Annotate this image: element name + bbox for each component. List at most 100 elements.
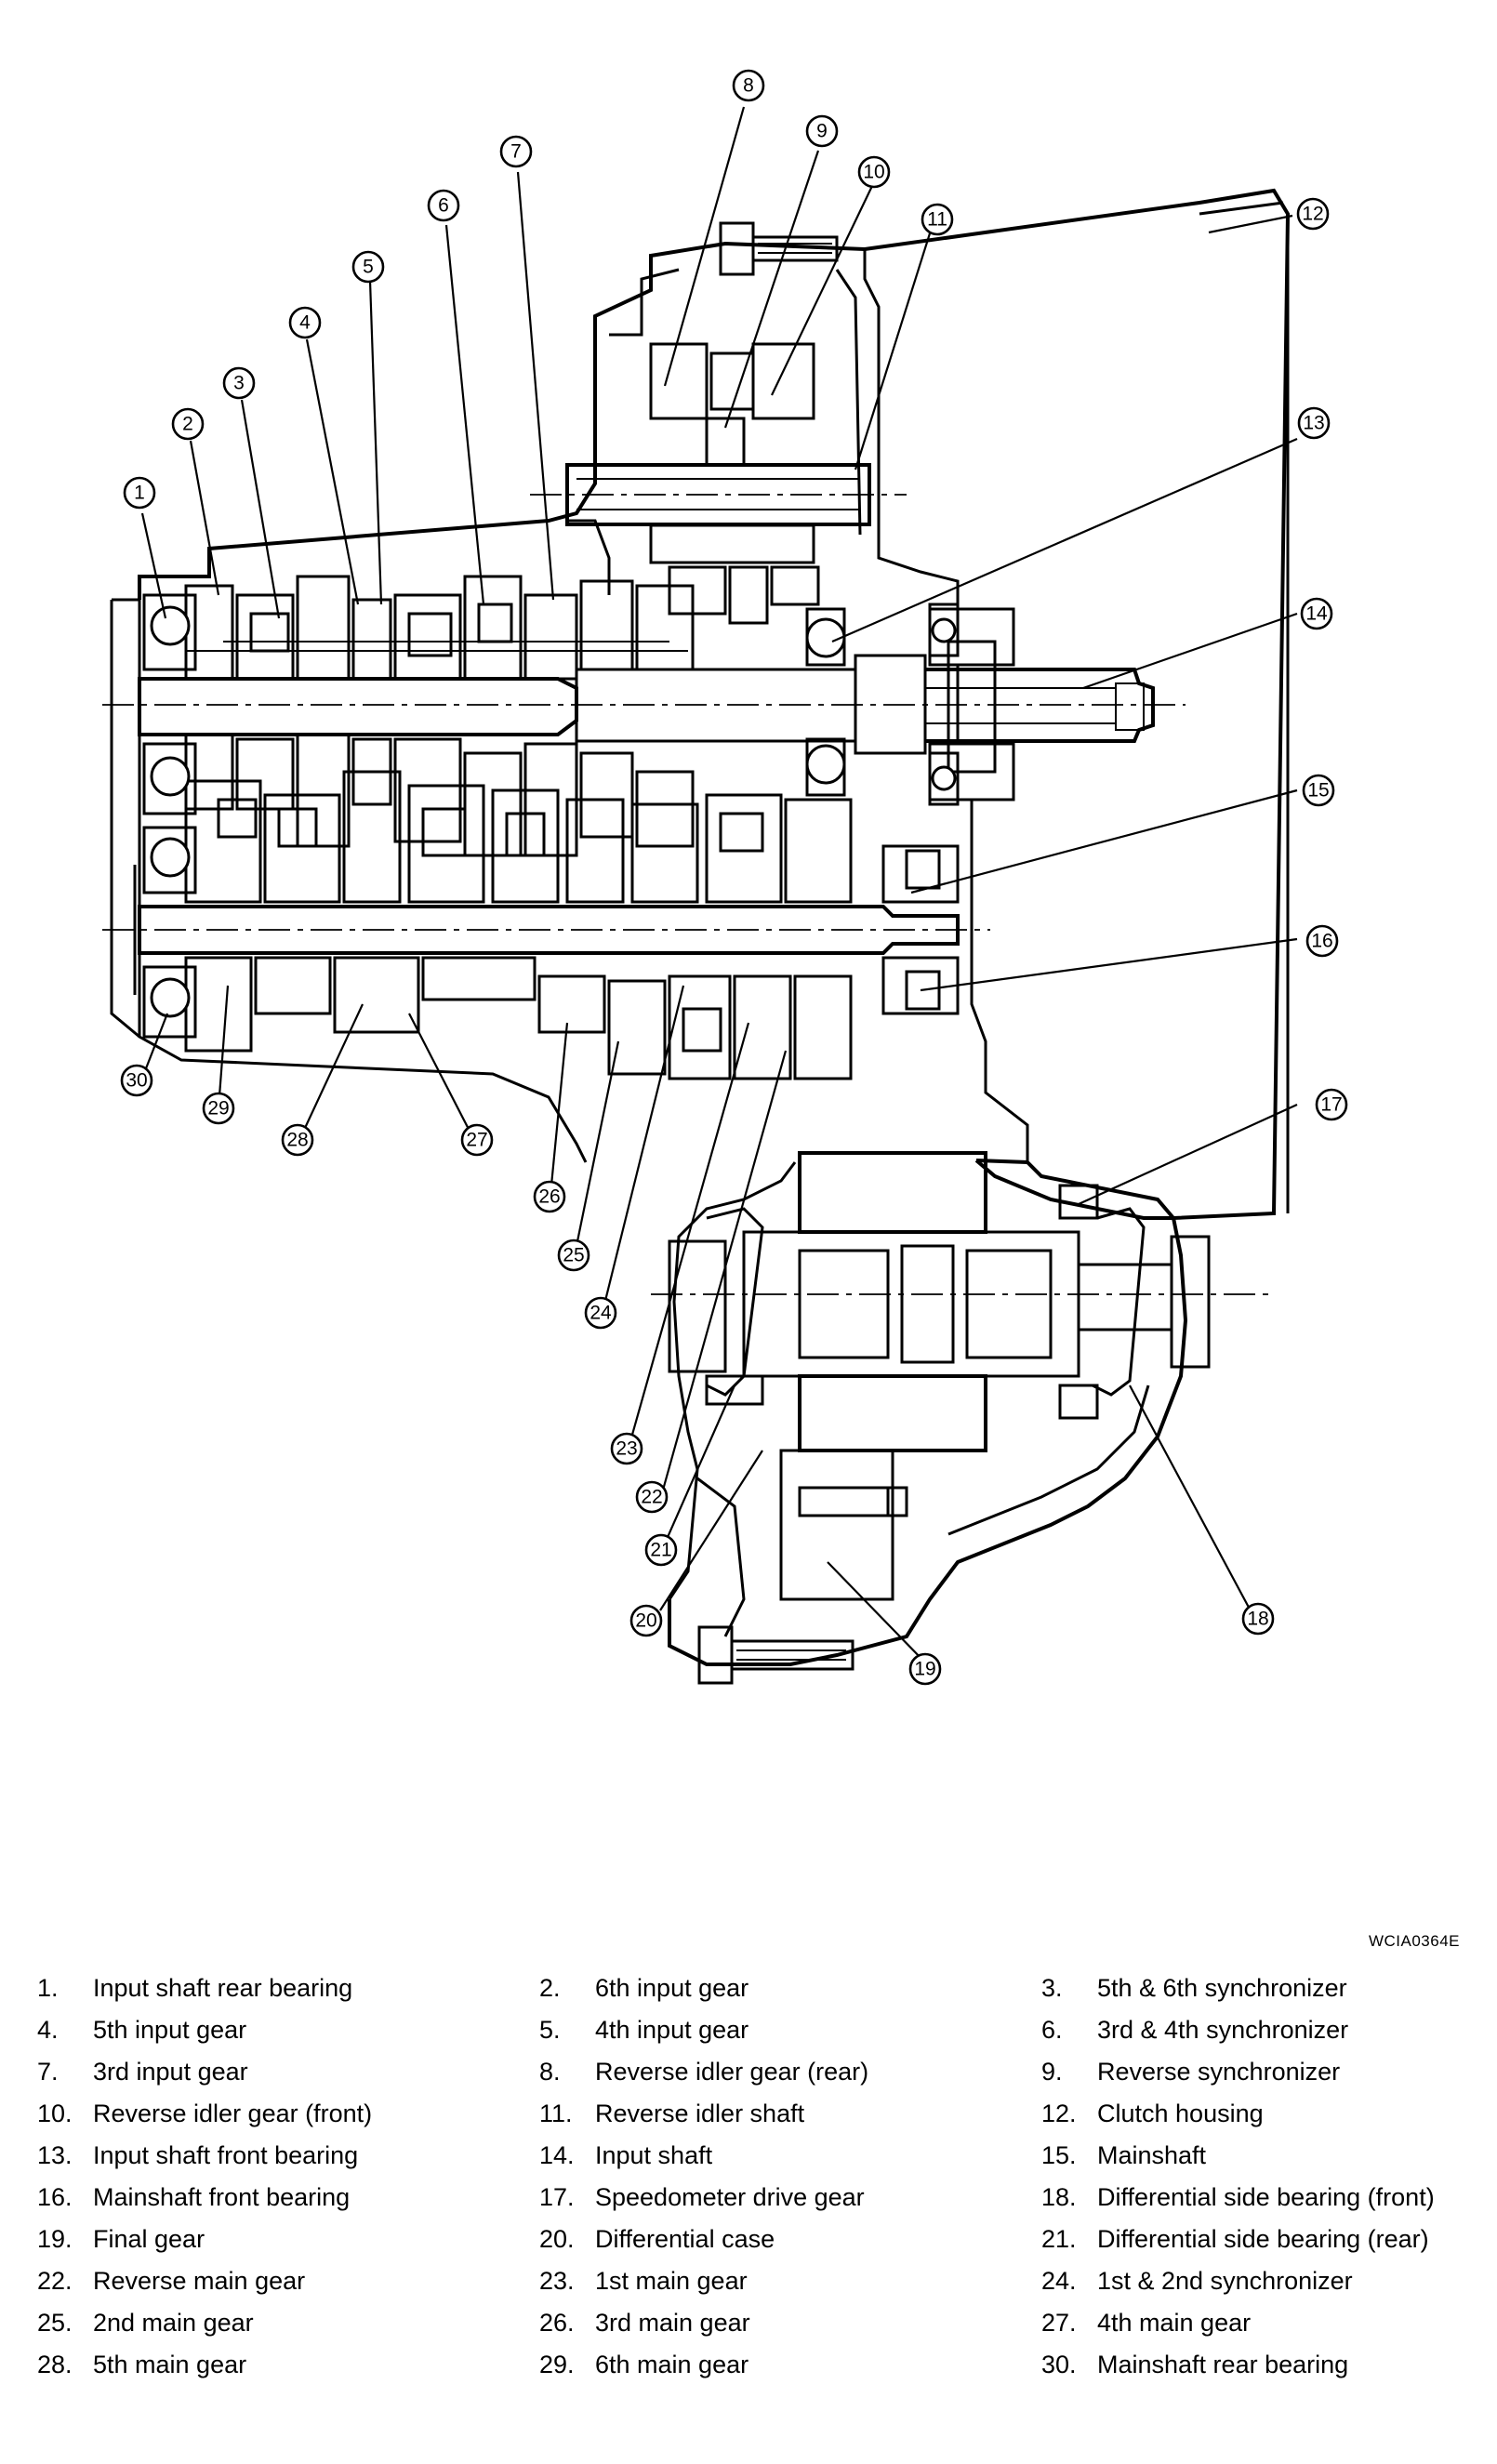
legend-number: 30. [1041, 2351, 1077, 2378]
callout-23: 23 [610, 1432, 643, 1465]
legend-number: 13. [37, 2141, 73, 2169]
legend-item: 23.1st main gear [539, 2267, 1041, 2296]
svg-text:3: 3 [233, 373, 245, 394]
housing-outline [110, 188, 1291, 1221]
legend-item: 10.Reverse idler gear (front) [37, 2100, 539, 2128]
legend-number: 17. [539, 2183, 575, 2211]
legend-item: 15. Mainshaft [1041, 2141, 1469, 2170]
svg-text:30: 30 [126, 1070, 147, 1092]
svg-text:5: 5 [363, 257, 374, 278]
legend-row: 13.Input shaft front bearing 14.Input sh… [37, 2135, 1469, 2177]
legend-number: 12. [1041, 2100, 1077, 2127]
legend-label: 1st & 2nd synchronizer [1097, 2267, 1353, 2295]
legend-item: 22.Reverse main gear [37, 2267, 539, 2296]
legend-number: 10. [37, 2100, 73, 2127]
svg-text:9: 9 [816, 121, 828, 142]
svg-text:10: 10 [863, 162, 884, 183]
legend-label: 4th input gear [595, 2016, 749, 2044]
legend-number: 16. [37, 2183, 73, 2211]
mainshaft [133, 844, 960, 1015]
callout-8: 8 [732, 69, 765, 102]
callout-13: 13 [1297, 406, 1331, 440]
main-gear-train [184, 770, 853, 1080]
legend-label: 2nd main gear [93, 2309, 254, 2337]
legend-item: 13.Input shaft front bearing [37, 2141, 539, 2170]
svg-text:26: 26 [538, 1186, 560, 1208]
callout-11: 11 [921, 203, 954, 236]
svg-text:17: 17 [1320, 1094, 1342, 1116]
legend-label: 3rd input gear [93, 2058, 248, 2086]
svg-text:18: 18 [1247, 1609, 1268, 1630]
callout-25: 25 [557, 1239, 590, 1272]
legend-label: 5th input gear [93, 2016, 247, 2044]
legend-item: 12.Clutch housing [1041, 2100, 1469, 2128]
input-flange [928, 603, 960, 806]
legend-label: Reverse idler shaft [595, 2100, 805, 2127]
legend-number: 4. [37, 2016, 59, 2044]
svg-text:27: 27 [466, 1130, 487, 1151]
callout-28: 28 [281, 1123, 314, 1157]
legend-label: 3rd main gear [595, 2309, 750, 2337]
svg-text:25: 25 [563, 1245, 584, 1266]
legend-number: 26. [539, 2309, 575, 2337]
callout-26: 26 [533, 1180, 566, 1213]
svg-text:22: 22 [641, 1487, 662, 1508]
legend-number: 15. [1041, 2141, 1077, 2169]
legend-item: 9.Reverse synchronizer [1041, 2058, 1469, 2086]
callout-7: 7 [499, 135, 533, 168]
legend-row: 10.Reverse idler gear (front) 11. Reverse… [37, 2093, 1469, 2135]
legend-label: 6th input gear [595, 1974, 749, 2002]
svg-text:20: 20 [635, 1610, 656, 1632]
svg-text:1: 1 [134, 483, 145, 504]
legend-label: 5th & 6th synchronizer [1097, 1974, 1347, 2002]
legend-number: 18. [1041, 2183, 1077, 2211]
svg-text:6: 6 [438, 195, 449, 217]
legend-number: 3. [1041, 1974, 1063, 2002]
legend-item: 28.5th main gear [37, 2351, 539, 2379]
legend-item: 17.Speedometer drive gear [539, 2183, 1041, 2212]
svg-text:24: 24 [590, 1303, 612, 1324]
legend-item: 2.6th input gear [539, 1974, 1041, 2003]
legend-number: 1. [37, 1974, 59, 2002]
legend-row: 1. Input shaft rear bearing 2.6th input g… [37, 1967, 1469, 2009]
callout-29: 29 [202, 1092, 235, 1125]
callout-leaders [139, 106, 1298, 1663]
differential-housing [668, 1159, 1188, 1666]
legend-label: Mainshaft [1097, 2141, 1207, 2169]
legend-item: 29.6th main gear [539, 2351, 1041, 2379]
legend-number: 9. [1041, 2058, 1063, 2086]
differential-assembly [668, 1151, 1211, 1637]
legend-number: 14. [539, 2141, 575, 2169]
callout-14: 14 [1300, 597, 1333, 630]
legend-item: 24.1st & 2nd synchronizer [1041, 2267, 1469, 2296]
legend-item: 6.3rd & 4th synchronizer [1041, 2016, 1469, 2045]
legend-number: 21. [1041, 2225, 1077, 2253]
callout-6: 6 [427, 189, 460, 222]
legend-number: 20. [539, 2225, 575, 2253]
svg-text:12: 12 [1302, 204, 1323, 225]
legend-item: 4. 5th input gear [37, 2016, 539, 2045]
legend-number: 11. [539, 2100, 573, 2127]
legend-item: 7.3rd input gear [37, 2058, 539, 2086]
legend-item: 5.4th input gear [539, 2016, 1041, 2045]
legend-label: Input shaft rear bearing [93, 1974, 353, 2002]
legend-label: 4th main gear [1097, 2309, 1252, 2337]
legend-label: Mainshaft front bearing [93, 2183, 351, 2211]
legend-number: 8. [539, 2058, 561, 2086]
callout-4: 4 [288, 306, 322, 339]
svg-text:29: 29 [207, 1098, 229, 1119]
legend-item: 1. Input shaft rear bearing [37, 1974, 539, 2003]
legend-row: 28.5th main gear 29.6th main gear 30.Mai… [37, 2344, 1469, 2386]
callout-12: 12 [1296, 197, 1330, 231]
bearings [142, 593, 846, 1039]
legend-number: 23. [539, 2267, 575, 2295]
legend-item: 30.Mainshaft rear bearing [1041, 2351, 1469, 2379]
legend-row: 19.Final gear 20.Differential case 21.Di… [37, 2219, 1469, 2260]
legend-item: 27.4th main gear [1041, 2309, 1469, 2338]
input-gear-train [184, 575, 695, 857]
legend-item: 19.Final gear [37, 2225, 539, 2254]
legend-label: 5th main gear [93, 2351, 247, 2378]
reverse-idler-assembly [565, 342, 871, 625]
legend-row: 25.2nd main gear 26.3rd main gear 27.4th… [37, 2302, 1469, 2344]
legend-number: 22. [37, 2267, 73, 2295]
